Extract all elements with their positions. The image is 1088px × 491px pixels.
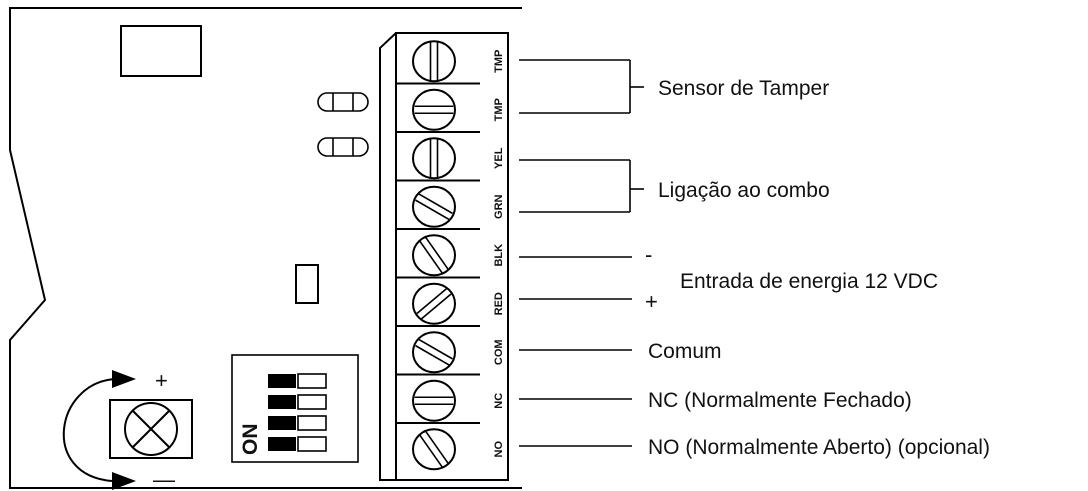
- terminal-code-label: NC: [493, 393, 505, 409]
- terminal-screw-no-8: NO: [396, 422, 505, 471]
- combo-label: Ligação ao combo: [658, 179, 830, 202]
- power-minus-label: -: [645, 242, 652, 267]
- terminal-code-label: COM: [493, 339, 505, 365]
- terminal-code-label: NO: [493, 441, 505, 458]
- board-component: [120, 25, 202, 77]
- led-indicator-1: [317, 92, 369, 112]
- wire-lines: [519, 59, 644, 447]
- potentiometer-plus-label: +: [155, 368, 168, 393]
- terminal-screw-tmp-1: TMP: [396, 82, 505, 131]
- no-label: NO (Normalmente Aberto) (opcional): [648, 436, 990, 459]
- terminal-code-label: RED: [493, 292, 505, 315]
- terminal-screw-tmp-0: TMP: [412, 40, 505, 83]
- com-label: Comum: [648, 340, 722, 363]
- terminal-code-label: TMP: [493, 50, 505, 73]
- nc-label: NC (Normalmente Fechado): [648, 389, 912, 412]
- power-plus-label: +: [645, 289, 658, 314]
- terminal-code-label: YEL: [493, 147, 505, 169]
- terminal-screw-blk-4: BLK: [396, 228, 505, 277]
- terminal-code-label: GRN: [493, 194, 505, 219]
- potentiometer: + —: [62, 368, 193, 491]
- board-outline: [9, 7, 522, 489]
- power-label: Entrada de energia 12 VDC: [680, 270, 938, 293]
- dip-on-label: ON: [239, 424, 262, 456]
- terminal-code-label: TMP: [493, 98, 505, 121]
- terminal-screw-yel-2: YEL: [396, 131, 505, 180]
- terminal-screw-grn-3: GRN: [396, 179, 505, 228]
- tamper-label: Sensor de Tamper: [658, 77, 829, 100]
- small-component: [295, 264, 319, 304]
- terminal-code-label: BLK: [493, 244, 505, 267]
- terminal-screw-red-5: RED: [396, 276, 505, 325]
- terminal-screw-com-6: COM: [396, 325, 505, 374]
- terminal-block: TMP TMP YEL GRN BLK RED COM NC NO: [379, 32, 509, 481]
- terminal-screw-nc-7: NC: [396, 373, 505, 422]
- led-indicator-2: [317, 137, 369, 157]
- dip-switch: ON: [231, 354, 359, 463]
- potentiometer-minus-label: —: [153, 467, 175, 491]
